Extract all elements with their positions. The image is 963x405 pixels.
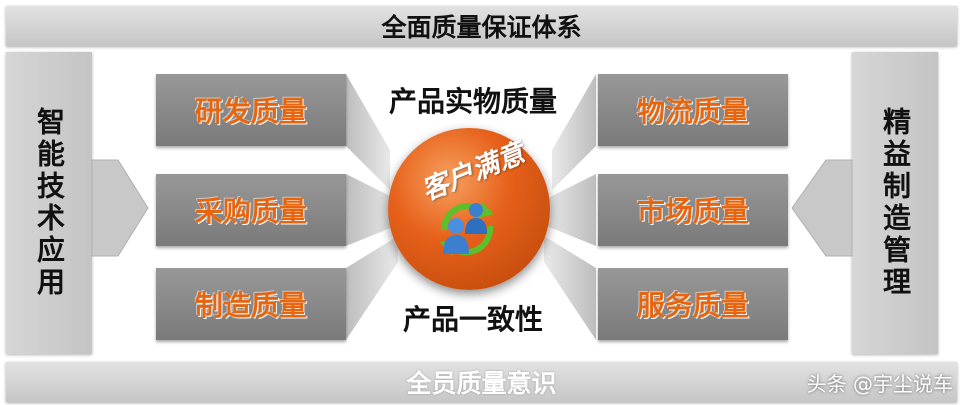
people-exchange-icon xyxy=(440,202,494,256)
watermark: 头条 @宇尘说车 xyxy=(806,372,953,396)
bottom-bar-label: 全员质量意识 xyxy=(6,362,957,402)
left-column: 智能技术应用 xyxy=(6,52,92,354)
top-bar-label: 全面质量保证体系 xyxy=(6,6,957,46)
right-column-label: 精益制造管理 xyxy=(879,107,912,299)
center-top-label: 产品实物质量 xyxy=(388,85,557,118)
center-bottom-label: 产品一致性 xyxy=(402,303,543,336)
box-logistics-quality: 物流质量 xyxy=(598,74,788,146)
right-arrow-icon xyxy=(791,159,853,257)
left-arrow-icon xyxy=(91,159,149,257)
left-column-label: 智能技术应用 xyxy=(33,107,66,299)
right-column: 精益制造管理 xyxy=(852,52,938,354)
customer-satisfaction-ball xyxy=(388,128,550,290)
box-procurement-quality: 采购质量 xyxy=(156,174,346,246)
box-market-quality: 市场质量 xyxy=(598,174,788,246)
right-wedge-2 xyxy=(544,174,596,246)
box-research-quality: 研发质量 xyxy=(156,74,346,146)
box-manufacturing-quality: 制造质量 xyxy=(156,268,346,340)
box-service-quality: 服务质量 xyxy=(598,268,788,340)
